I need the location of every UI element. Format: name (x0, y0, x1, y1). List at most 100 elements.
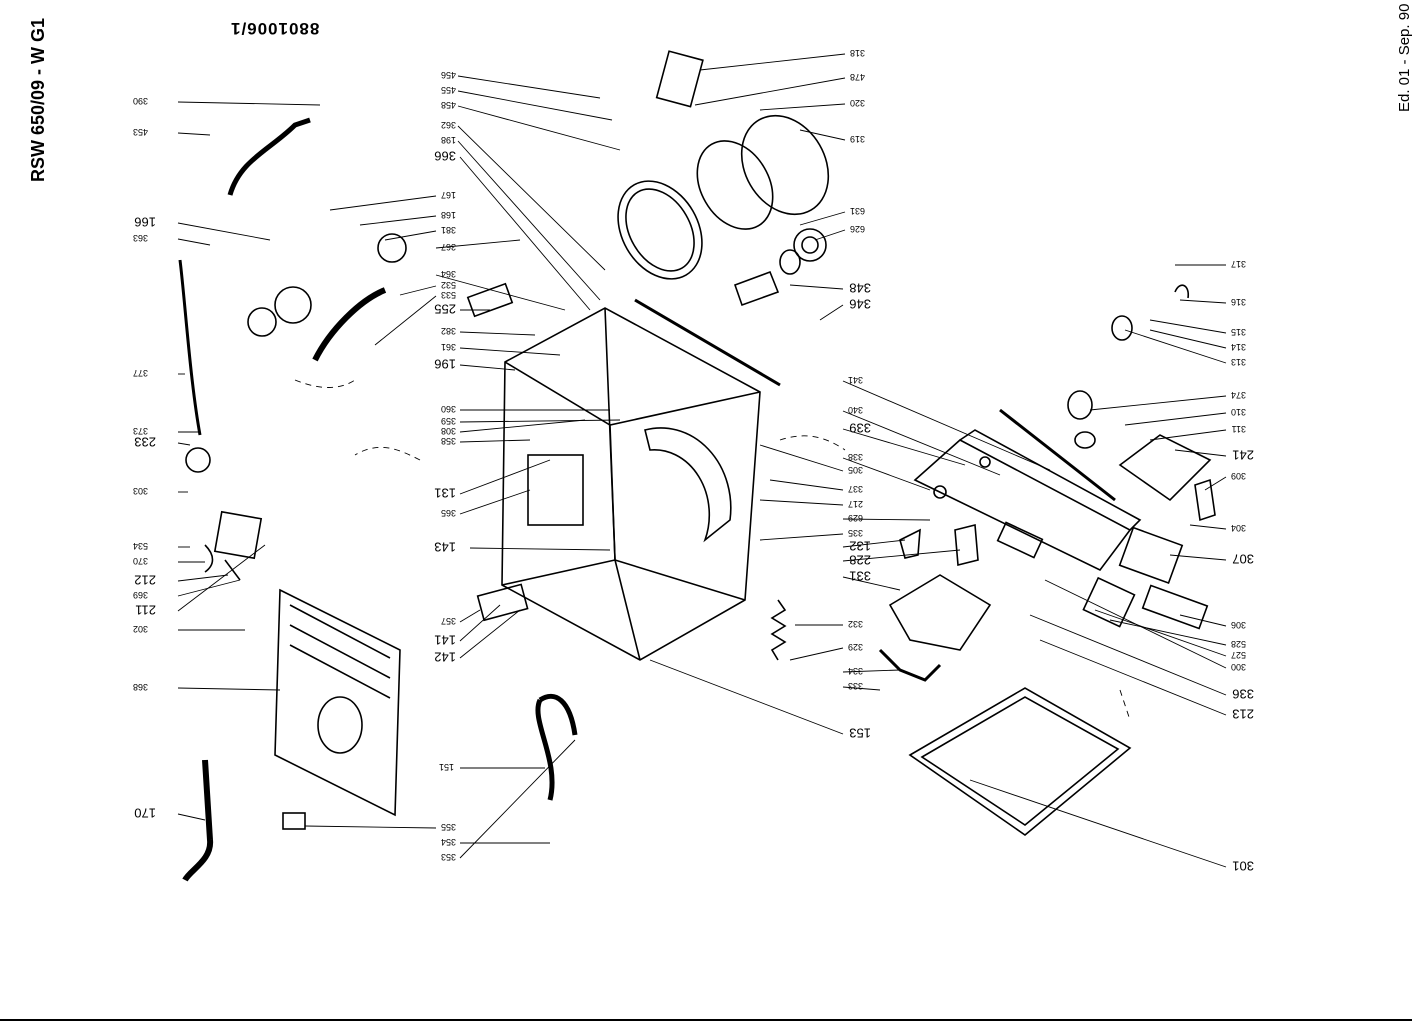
part-label-340: 340 (848, 405, 863, 415)
crossbar (634, 298, 781, 387)
leader-390 (177, 101, 321, 106)
leader-313 (1124, 329, 1227, 364)
part-label-362: 362 (441, 120, 456, 130)
leader-315 (1149, 319, 1227, 334)
part-label-368: 368 (133, 682, 148, 692)
part-label-318: 318 (850, 48, 865, 58)
leader-307 (1169, 554, 1227, 561)
leader-527 (1094, 609, 1227, 657)
leader-310 (1124, 412, 1227, 426)
part-label-303: 303 (133, 486, 148, 496)
leader-337 (769, 479, 844, 491)
part-label-346: 346 (849, 296, 871, 311)
inlet-hose (182, 759, 214, 882)
leader-626 (814, 229, 846, 241)
bottom-rule (0, 1019, 1412, 1021)
part-label-320: 320 (850, 98, 865, 108)
part-label-306: 306 (1231, 620, 1246, 630)
leader-143 (469, 547, 611, 551)
part-label-131: 131 (434, 485, 456, 500)
leader-363 (177, 238, 211, 246)
leader-629 (842, 518, 931, 521)
leader-341 (842, 380, 1051, 471)
leader-367 (435, 239, 521, 249)
part-label-334: 334 (848, 666, 863, 676)
filter-box (213, 510, 263, 560)
leader-132 (842, 539, 906, 548)
leader-478 (694, 77, 846, 106)
leader-233 (177, 442, 191, 446)
door-ring-outer (617, 180, 703, 280)
leader-211 (177, 544, 266, 612)
leader-320 (759, 103, 846, 111)
leader-304 (1189, 524, 1227, 530)
part-label-141: 141 (434, 632, 456, 647)
part-label-363: 363 (133, 233, 148, 243)
part-label-354: 354 (441, 837, 456, 847)
part-label-367: 367 (441, 242, 456, 252)
leader-362 (457, 125, 606, 271)
leader-228 (842, 549, 961, 562)
door-glass (696, 140, 774, 230)
leader-329 (789, 647, 844, 661)
part-label-304: 304 (1231, 523, 1246, 533)
part-label-528: 528 (1231, 639, 1246, 649)
part-label-143: 143 (434, 539, 456, 554)
leader-318 (699, 53, 846, 71)
leader-319 (799, 129, 846, 141)
leader-131 (459, 459, 551, 495)
part-label-170: 170 (134, 805, 156, 820)
leader-309 (1204, 476, 1227, 491)
part-label-360: 360 (441, 404, 456, 414)
part-label-329: 329 (848, 642, 863, 652)
dispenser-drawer (1118, 434, 1212, 502)
part-label-353: 353 (441, 852, 456, 862)
leader-533 (374, 295, 437, 346)
part-label-332: 332 (848, 619, 863, 629)
leader-338 (842, 457, 931, 491)
leader-340 (842, 410, 1001, 476)
part-label-307: 307 (1232, 551, 1254, 566)
part-label-331: 331 (849, 568, 871, 583)
part-label-527: 527 (1231, 650, 1246, 660)
part-label-456: 456 (441, 70, 456, 80)
leader-153 (649, 659, 844, 735)
part-label-302: 302 (133, 624, 148, 634)
leader-331 (842, 576, 901, 591)
door-ring-inner (625, 188, 695, 272)
leader-306 (1179, 614, 1227, 627)
leader-166 (177, 222, 271, 241)
part-label-364: 364 (441, 269, 456, 279)
part-label-357: 357 (441, 616, 456, 626)
leader-213 (1039, 639, 1227, 716)
part-label-316: 316 (1231, 297, 1246, 307)
part-label-361: 361 (441, 342, 456, 352)
part-label-366: 366 (434, 148, 456, 163)
part-label-339: 339 (849, 420, 871, 435)
leader-217 (759, 499, 844, 506)
part-label-333: 333 (848, 681, 863, 691)
part-label-196: 196 (434, 356, 456, 371)
part-label-373: 373 (133, 426, 148, 436)
door-hinge-cover (655, 50, 704, 108)
part-label-341: 341 (848, 375, 863, 385)
drain-hose (535, 698, 555, 801)
part-label-212: 212 (134, 572, 156, 587)
leader-339 (842, 428, 966, 466)
part-label-453: 453 (133, 127, 148, 137)
leader-455 (457, 90, 613, 121)
part-label-348: 348 (849, 280, 871, 295)
part-label-217: 217 (848, 499, 863, 509)
part-label-315: 315 (1231, 327, 1246, 337)
part-label-335: 335 (848, 528, 863, 538)
part-label-228: 228 (849, 552, 871, 567)
part-label-478: 478 (850, 72, 865, 82)
leader-528 (1109, 619, 1227, 646)
part-label-301: 301 (1232, 858, 1254, 873)
leader-368 (177, 687, 281, 691)
leader-335 (759, 533, 844, 541)
part-label-255: 255 (434, 301, 456, 316)
part-label-381: 381 (441, 225, 456, 235)
part-label-314: 314 (1231, 342, 1246, 352)
cabinet-frame (501, 307, 761, 661)
